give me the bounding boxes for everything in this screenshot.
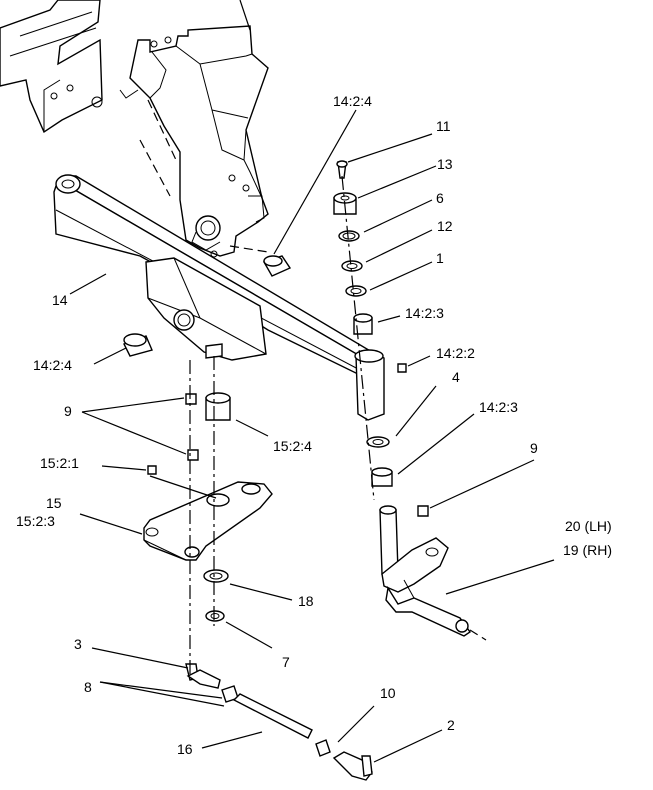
label-15-2-3: 15:2:3 bbox=[16, 513, 55, 529]
label-14-2-3-a: 14:2:3 bbox=[405, 305, 444, 321]
label-6: 6 bbox=[436, 190, 444, 206]
leader-lines bbox=[69, 109, 555, 763]
nut-9-left-upper bbox=[185, 393, 197, 405]
label-13: 13 bbox=[437, 156, 453, 172]
front-axle-beam bbox=[53, 174, 385, 421]
frame-pivot-bracket bbox=[119, 0, 269, 258]
bushing-15-2-4 bbox=[205, 392, 231, 421]
label-9-right: 9 bbox=[530, 440, 538, 456]
bolt-11 bbox=[336, 160, 348, 179]
nut-9-left-lower bbox=[187, 449, 199, 461]
label-14-2-4-left: 14:2:4 bbox=[33, 357, 72, 373]
label-1: 1 bbox=[436, 250, 444, 266]
label-7: 7 bbox=[282, 654, 290, 670]
label-14-2-3-b: 14:2:3 bbox=[479, 399, 518, 415]
tie-rod-end-2 bbox=[332, 751, 373, 781]
label-14-2-4-top: 14:2:4 bbox=[333, 93, 372, 109]
nut-10 bbox=[315, 739, 331, 757]
label-8: 8 bbox=[84, 679, 92, 695]
bushing-14-2-3-upper bbox=[353, 313, 373, 335]
washer-4 bbox=[366, 436, 390, 448]
label-15-2-1: 15:2:1 bbox=[40, 455, 79, 471]
bushing-14-2-4-top bbox=[262, 255, 292, 277]
label-2: 2 bbox=[447, 717, 455, 733]
grease-fitting-15-2-1 bbox=[147, 465, 157, 475]
bushing-14-2-4-left bbox=[123, 333, 153, 357]
tie-rod-end-3 bbox=[185, 663, 221, 689]
washer-1 bbox=[345, 285, 367, 297]
label-18: 18 bbox=[298, 593, 314, 609]
label-9-left: 9 bbox=[64, 403, 72, 419]
label-4: 4 bbox=[452, 369, 460, 385]
nut-9-right bbox=[417, 505, 429, 517]
label-16: 16 bbox=[177, 741, 193, 757]
label-11: 11 bbox=[436, 118, 451, 134]
centerline-right-spindle bbox=[341, 175, 375, 501]
grease-fitting-14-2-2 bbox=[397, 363, 407, 373]
label-20-lh: 20 (LH) bbox=[565, 518, 612, 534]
snap-ring-6 bbox=[338, 230, 360, 242]
tie-rod-16 bbox=[232, 693, 313, 739]
label-3: 3 bbox=[74, 636, 82, 652]
steering-arm-15 bbox=[143, 481, 273, 561]
bushing-14-2-3-lower bbox=[371, 467, 393, 487]
label-10: 10 bbox=[380, 685, 396, 701]
label-12: 12 bbox=[437, 218, 453, 234]
label-15: 15 bbox=[46, 495, 62, 511]
washer-12 bbox=[341, 260, 363, 272]
washer-7 bbox=[205, 610, 225, 622]
label-14: 14 bbox=[52, 292, 68, 308]
label-14-2-2: 14:2:2 bbox=[436, 345, 475, 361]
washer-18 bbox=[203, 569, 229, 583]
label-19-rh: 19 (RH) bbox=[563, 542, 612, 558]
label-15-2-4: 15:2:4 bbox=[273, 438, 312, 454]
spindle-19-20 bbox=[379, 505, 487, 641]
frame-bracket-fragment bbox=[0, 0, 103, 134]
